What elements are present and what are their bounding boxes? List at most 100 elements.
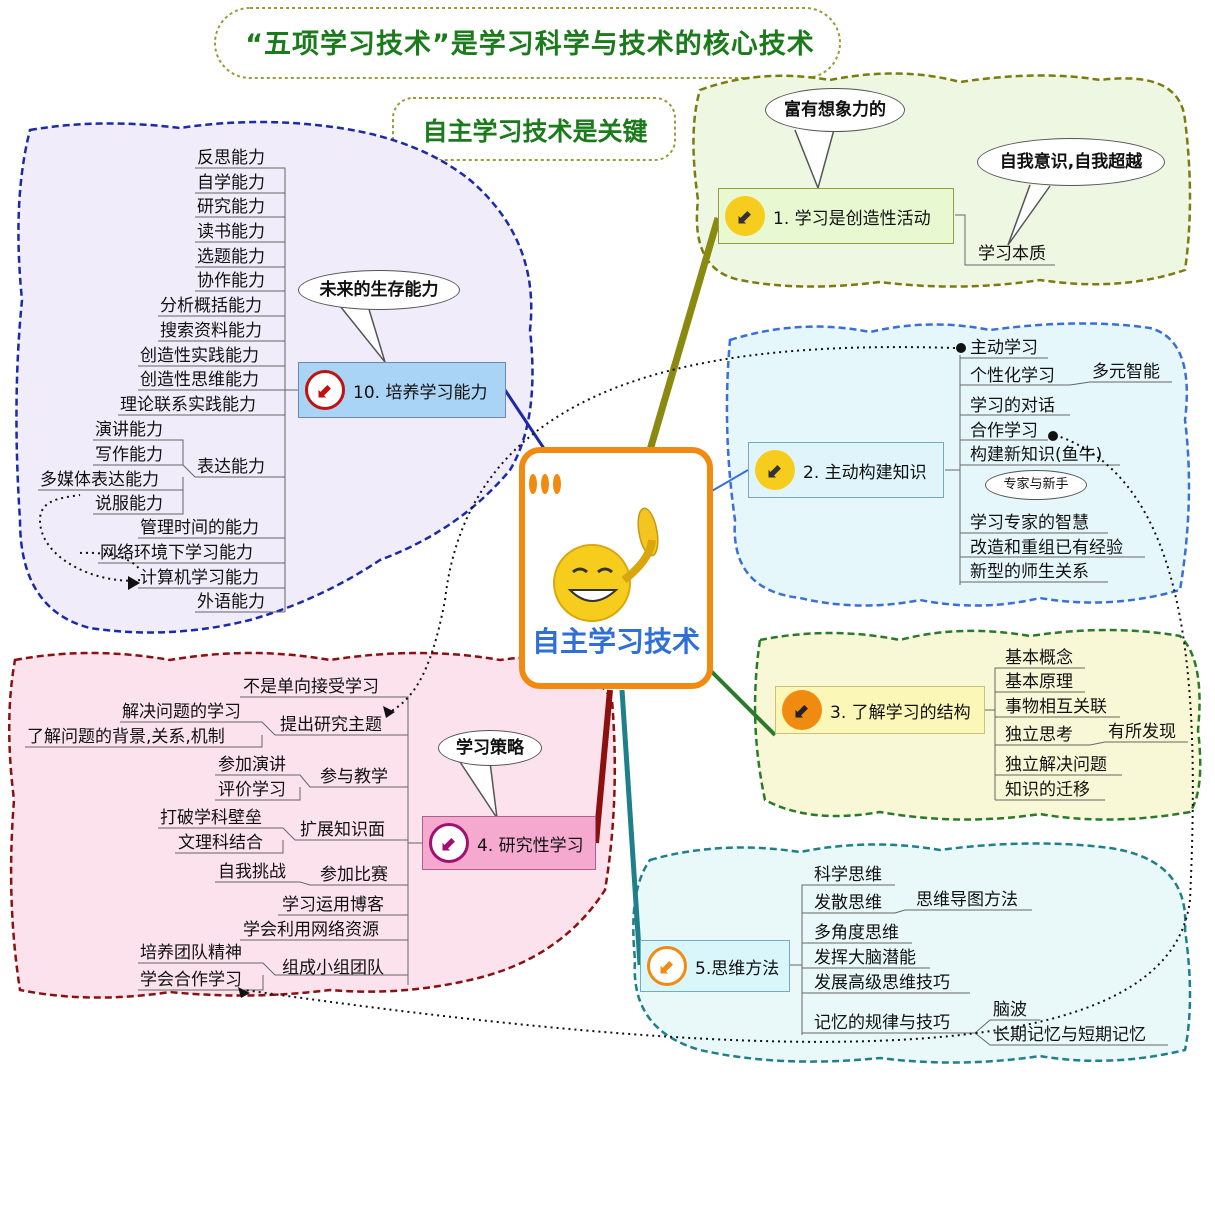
b10-item-11[interactable]: 理论联系实践能力 bbox=[120, 395, 256, 415]
b5-item-8[interactable]: 脑波 bbox=[993, 1000, 1027, 1020]
b2-item-9[interactable]: 新型的师生关系 bbox=[970, 562, 1089, 582]
relation-arc-3 bbox=[38, 494, 141, 582]
title-bubble bbox=[214, 7, 841, 79]
b2-item-2[interactable]: 个性化学习 bbox=[970, 366, 1055, 386]
b2-item-1[interactable]: 主动学习 bbox=[970, 338, 1038, 358]
b3-item-3[interactable]: 事物相互关联 bbox=[1005, 697, 1107, 717]
b4-item-3[interactable]: 解决问题的学习 bbox=[122, 702, 241, 722]
b5-item-5[interactable]: 发挥大脑潜能 bbox=[814, 948, 916, 968]
b10-item-15[interactable]: 多媒体表达能力 bbox=[40, 470, 159, 490]
arrow-icon: ⬋ bbox=[755, 450, 795, 490]
main-title: “五项学习技术”是学习科学与技术的核心技术 bbox=[245, 29, 815, 60]
b10-callout: 未来的生存能力 bbox=[298, 270, 460, 310]
center-dots-icon bbox=[529, 474, 561, 494]
b10-node[interactable]: ⬋ 10. 培养学习能力 bbox=[298, 362, 506, 418]
b10-item-6[interactable]: 协作能力 bbox=[197, 271, 265, 291]
subtitle-bubble bbox=[392, 97, 676, 161]
smiley-thumbs-up-icon bbox=[553, 507, 659, 622]
b2-label: 2. 主动构建知识 bbox=[803, 462, 927, 483]
b10-item-2[interactable]: 自学能力 bbox=[197, 173, 265, 193]
b5-item-3[interactable]: 思维导图方法 bbox=[916, 890, 1018, 910]
b4-item-1[interactable]: 不是单向接受学习 bbox=[243, 677, 379, 697]
b5-item-9[interactable]: 长期记忆与短期记忆 bbox=[993, 1025, 1146, 1045]
b10-item-13[interactable]: 演讲能力 bbox=[95, 420, 163, 440]
branch-3-line bbox=[703, 663, 777, 737]
b10-item-7[interactable]: 分析概括能力 bbox=[160, 296, 262, 316]
b10-item-3[interactable]: 研究能力 bbox=[197, 197, 265, 217]
b2-item-8[interactable]: 改造和重组已有经验 bbox=[970, 538, 1123, 558]
b10-item-18[interactable]: 网络环境下学习能力 bbox=[100, 543, 253, 563]
b5-node[interactable]: ⬋ 5.思维方法 bbox=[640, 940, 790, 992]
b10-connectors bbox=[38, 167, 298, 613]
b4-item-4[interactable]: 了解问题的背景,关系,机制 bbox=[27, 727, 225, 747]
relation-dot bbox=[1048, 431, 1058, 441]
b3-node[interactable]: ⬋ 3. 了解学习的结构 bbox=[775, 686, 985, 734]
b5-item-4[interactable]: 多角度思维 bbox=[814, 923, 899, 943]
region-10 bbox=[15, 120, 534, 634]
b1-child[interactable]: 学习本质 bbox=[978, 244, 1046, 264]
b4-item-6[interactable]: 参加演讲 bbox=[218, 755, 286, 775]
b10-item-14[interactable]: 写作能力 bbox=[95, 445, 163, 465]
arrow-icon: ⬋ bbox=[305, 370, 345, 410]
b4-item-7[interactable]: 评价学习 bbox=[218, 780, 286, 800]
b10-item-17[interactable]: 管理时间的能力 bbox=[140, 518, 259, 538]
b10-item-19[interactable]: 计算机学习能力 bbox=[140, 568, 259, 588]
relation-dot bbox=[956, 343, 966, 353]
b4-item-16[interactable]: 培养团队精神 bbox=[140, 943, 242, 963]
relation-arcs bbox=[38, 346, 1194, 1043]
b4-item-8[interactable]: 扩展知识面 bbox=[300, 820, 385, 840]
relation-arc-2 bbox=[244, 434, 1194, 1043]
b3-connectors bbox=[985, 667, 1188, 801]
b5-item-2[interactable]: 发散思维 bbox=[814, 893, 882, 913]
b10-item-16[interactable]: 说服能力 bbox=[95, 494, 163, 514]
b4-item-5[interactable]: 参与教学 bbox=[320, 767, 388, 787]
region-2 bbox=[725, 322, 1191, 607]
arrow-icon: ⬋ bbox=[429, 823, 469, 863]
b3-item-7[interactable]: 知识的迁移 bbox=[1005, 780, 1090, 800]
b10-item-5[interactable]: 选题能力 bbox=[197, 247, 265, 267]
b4-item-9[interactable]: 打破学科壁垒 bbox=[160, 808, 262, 828]
b4-item-2[interactable]: 提出研究主题 bbox=[280, 715, 382, 735]
b5-item-6[interactable]: 发展高级思维技巧 bbox=[814, 973, 950, 993]
b4-callout: 学习策略 bbox=[438, 730, 542, 766]
relation-arc-1 bbox=[389, 346, 956, 713]
branch-4-line bbox=[593, 689, 613, 844]
relation-arrowhead bbox=[238, 987, 250, 998]
b4-item-12[interactable]: 自我挑战 bbox=[218, 862, 286, 882]
b2-node[interactable]: ⬋ 2. 主动构建知识 bbox=[748, 442, 944, 498]
b4-item-13[interactable]: 学习运用博客 bbox=[282, 895, 384, 915]
b3-item-6[interactable]: 独立解决问题 bbox=[1005, 755, 1107, 775]
b4-item-17[interactable]: 学会合作学习 bbox=[140, 970, 242, 990]
b10-item-1[interactable]: 反思能力 bbox=[197, 148, 265, 168]
arrow-icon: ⬋ bbox=[647, 946, 687, 986]
b10-item-9[interactable]: 创造性实践能力 bbox=[140, 346, 259, 366]
b2-item-6[interactable]: 构建新知识(鱼牛) bbox=[970, 445, 1103, 465]
b4-item-15[interactable]: 组成小组团队 bbox=[282, 958, 384, 978]
b2-item-7[interactable]: 学习专家的智慧 bbox=[970, 513, 1089, 533]
b3-item-1[interactable]: 基本概念 bbox=[1005, 648, 1073, 668]
branch-5-line bbox=[619, 689, 643, 966]
b10-item-4[interactable]: 读书能力 bbox=[197, 222, 265, 242]
b5-item-7[interactable]: 记忆的规律与技巧 bbox=[814, 1013, 950, 1033]
b2-item-4[interactable]: 学习的对话 bbox=[970, 396, 1055, 416]
b2-item-5[interactable]: 合作学习 bbox=[970, 421, 1038, 441]
b4-label: 4. 研究性学习 bbox=[477, 835, 584, 856]
b1-label: 1. 学习是创造性活动 bbox=[773, 208, 931, 229]
b2-item-3[interactable]: 多元智能 bbox=[1092, 362, 1160, 382]
b4-item-14[interactable]: 学会利用网络资源 bbox=[243, 920, 379, 940]
b4-item-11[interactable]: 参加比赛 bbox=[320, 865, 388, 885]
b3-item-2[interactable]: 基本原理 bbox=[1005, 672, 1073, 692]
arrow-icon: ⬋ bbox=[782, 690, 822, 730]
b3-item-5[interactable]: 有所发现 bbox=[1108, 722, 1176, 742]
b5-item-1[interactable]: 科学思维 bbox=[814, 865, 882, 885]
b10-item-10[interactable]: 创造性思维能力 bbox=[140, 370, 259, 390]
b10-item-12[interactable]: 表达能力 bbox=[197, 457, 265, 477]
b10-item-20[interactable]: 外语能力 bbox=[197, 592, 265, 612]
b4-node[interactable]: ⬋ 4. 研究性学习 bbox=[422, 816, 596, 870]
b10-item-8[interactable]: 搜索资料能力 bbox=[160, 321, 262, 341]
b1-node[interactable]: ⬋ 1. 学习是创造性活动 bbox=[718, 188, 954, 244]
subtitle: 自主学习技术是关键 bbox=[422, 117, 648, 146]
b3-item-4[interactable]: 独立思考 bbox=[1005, 725, 1073, 745]
b4-item-10[interactable]: 文理科结合 bbox=[178, 833, 263, 853]
